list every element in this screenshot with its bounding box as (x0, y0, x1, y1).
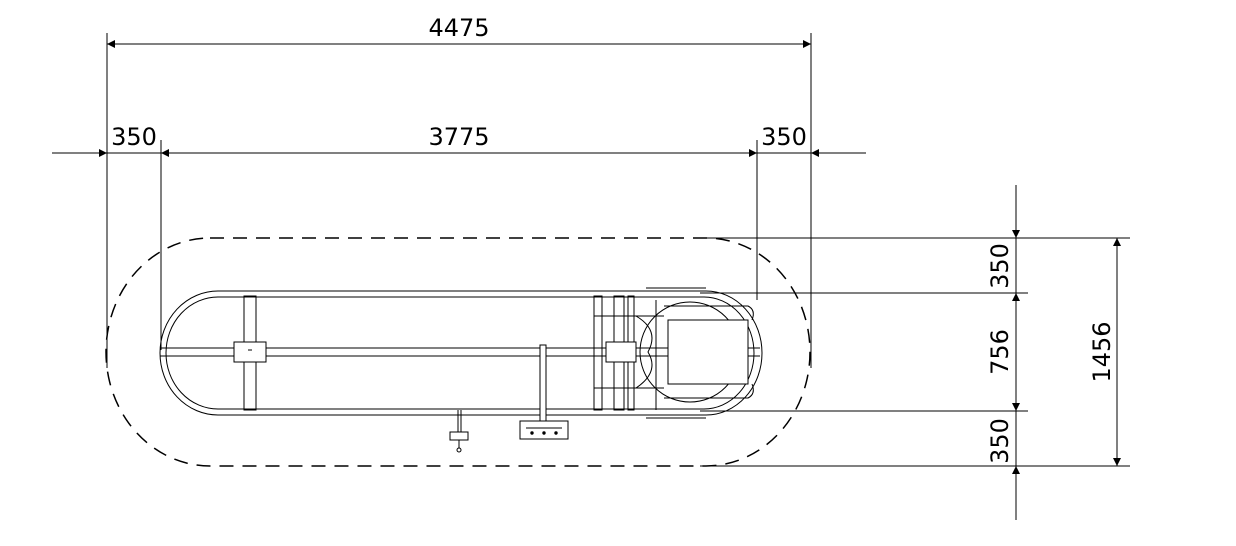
pendant-control-box (519, 420, 569, 440)
label-bottom-clearance: 350 (986, 418, 1014, 464)
label-right-clearance: 350 (761, 123, 807, 151)
left-carriage (233, 341, 267, 363)
right-carriage (605, 341, 637, 363)
drive-frame-left (593, 295, 603, 411)
label-left-clearance: 350 (111, 123, 157, 151)
label-top-clearance: 350 (986, 243, 1014, 289)
safety-zone-outline (105, 237, 811, 467)
label-inner-length: 3775 (428, 123, 489, 151)
pendant-post (539, 344, 547, 424)
horizontal-dimensions (52, 33, 866, 368)
label-inner-width: 756 (986, 329, 1014, 375)
track-outer (159, 290, 763, 416)
stand-base (449, 431, 469, 441)
label-overall-width: 1456 (1088, 321, 1116, 382)
vertical-dimensions (700, 185, 1130, 520)
equipment-frame (159, 287, 763, 453)
seat-block (667, 319, 749, 385)
label-overall-length: 4475 (428, 14, 489, 42)
